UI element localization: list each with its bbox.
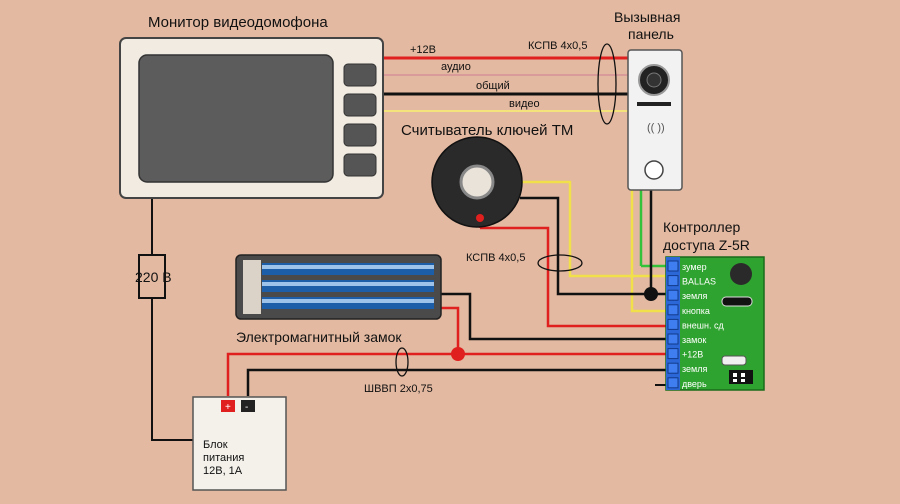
terminal-label: земля: [682, 364, 707, 374]
reader-cable-label: КСПВ 4х0,5: [466, 252, 525, 264]
power-label-3: 12В, 1А: [203, 465, 243, 477]
wire-label-plus12: +12В: [410, 44, 436, 56]
terminal-screw: [667, 289, 679, 301]
terminal-screw: [667, 304, 679, 316]
monitor-button-2: [343, 93, 377, 117]
monitor-button-3: [343, 123, 377, 147]
terminal-screw: [667, 377, 679, 389]
monitor: [119, 37, 384, 199]
reader-led: [476, 214, 484, 222]
mains-label: 220 В: [135, 269, 172, 285]
terminal-label: кнопка: [682, 306, 710, 316]
monitor-button-1: [343, 63, 377, 87]
terminal-screw: [667, 260, 679, 272]
monitor-title: Монитор видеодомофона: [148, 14, 328, 31]
monitor-button-4: [343, 153, 377, 177]
lock-title: Электромагнитный замок: [236, 329, 402, 345]
electromagnetic-lock: [235, 254, 442, 320]
wire-yellow-button: [630, 190, 666, 313]
controller-title-1: Контроллер: [663, 219, 740, 235]
call-panel: (( )): [627, 49, 683, 191]
power-plus-label: +: [225, 402, 231, 413]
wire-label-common: общий: [476, 80, 510, 92]
call-button: [644, 160, 664, 180]
terminal-screw: [667, 275, 679, 287]
panel-title-2: панель: [628, 26, 674, 42]
terminal-label: земля: [682, 291, 707, 301]
wire-mains-lower: [151, 298, 197, 441]
wire-lock-red: [440, 306, 460, 354]
power-minus-label: -: [245, 402, 248, 413]
panel-cable-ring: [597, 43, 617, 125]
power-label-2: питания: [203, 452, 244, 464]
wire-label-video: видео: [509, 98, 540, 110]
power-label-1: Блок: [203, 439, 228, 451]
power-cable-label: ШВВП 2х0,75: [364, 383, 433, 395]
mains-fuse-frame: [138, 254, 166, 299]
wire-psu-minus: [246, 368, 666, 396]
terminal-screw: [667, 362, 679, 374]
monitor-screen: [138, 54, 334, 183]
power-supply: [192, 396, 287, 491]
wire-label-audio: аудио: [441, 61, 471, 73]
terminal-label: внешн. сд: [682, 320, 724, 330]
wire-yellow-ballas: [520, 180, 666, 278]
wire-red-led: [480, 226, 666, 328]
terminal-label: зумер: [682, 262, 707, 272]
terminal-label: замок: [682, 335, 706, 345]
junction-black: [644, 287, 658, 301]
terminal-label: BALLAS: [682, 277, 716, 287]
reader-title: Считыватель ключей ТМ: [401, 122, 573, 139]
panel-title-1: Вызывная: [614, 9, 680, 25]
controller-title-2: доступа Z-5R: [663, 237, 750, 253]
wire-lock-black: [440, 292, 666, 341]
junction-red: [451, 347, 465, 361]
power-cable-ring: [395, 347, 409, 377]
terminal-screw: [667, 348, 679, 360]
reader-cable-ring: [537, 254, 583, 272]
key-reader: [431, 136, 523, 228]
terminal-screw: [667, 333, 679, 345]
wire-black-ground: [520, 196, 666, 296]
terminal-label: +12В: [682, 350, 703, 360]
wire-psu-plus: [226, 352, 666, 396]
panel-cable-label: КСПВ 4х0,5: [528, 40, 587, 52]
terminal-label: дверь: [682, 379, 707, 389]
buzzer-icon: [730, 263, 752, 285]
terminal-screw: [667, 318, 679, 330]
rfid-icon: (( )): [647, 122, 665, 134]
